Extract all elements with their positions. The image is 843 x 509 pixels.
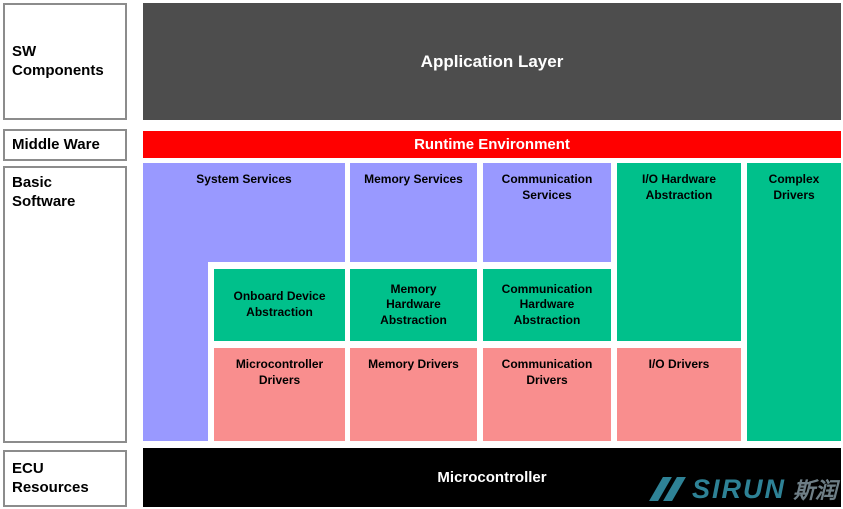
watermark-slash-icon xyxy=(649,477,686,501)
runtime-environment-label: Runtime Environment xyxy=(414,136,570,153)
communication-services-label: Communication Services xyxy=(501,172,593,202)
system-services-label: System Services xyxy=(196,172,292,186)
runtime-environment-bar: Runtime Environment xyxy=(143,131,841,158)
watermark-cjk-text: 斯润 xyxy=(792,478,837,503)
system-services-block: System Services xyxy=(143,163,345,262)
sidebar-label-text: ECU Resources xyxy=(12,459,89,496)
application-layer-label: Application Layer xyxy=(420,51,564,71)
sidebar-label-ecu-resources: ECU Resources xyxy=(3,450,127,507)
sidebar-label-basic-software: Basic Software xyxy=(3,166,127,443)
io-hardware-abstraction-block: I/O Hardware Abstraction xyxy=(617,163,741,341)
sidebar-label-middle-ware: Middle Ware xyxy=(3,129,127,161)
onboard-device-abstraction-block: Onboard Device Abstraction xyxy=(214,269,345,341)
sidebar-label-sw-components: SW Components xyxy=(3,3,127,120)
communication-drivers-block: Communication Drivers xyxy=(483,348,611,441)
microcontroller-drivers-label: Microcontroller Drivers xyxy=(235,357,324,387)
io-drivers-block: I/O Drivers xyxy=(617,348,741,441)
io-drivers-label: I/O Drivers xyxy=(648,357,710,371)
complex-drivers-block: Complex Drivers xyxy=(747,163,841,441)
communication-hardware-abstraction-label: Communication Hardware Abstraction xyxy=(501,281,593,327)
memory-hardware-abstraction-block: Memory Hardware Abstraction xyxy=(350,269,477,341)
microcontroller-label: Microcontroller xyxy=(437,469,547,486)
microcontroller-bar: Microcontroller xyxy=(143,448,841,507)
memory-drivers-block: Memory Drivers xyxy=(350,348,477,441)
application-layer-block: Application Layer xyxy=(143,3,841,120)
memory-drivers-label: Memory Drivers xyxy=(368,357,459,371)
io-hardware-abstraction-label: I/O Hardware Abstraction xyxy=(641,172,717,202)
sidebar-label-text: SW Components xyxy=(12,42,104,79)
watermark: SIRUN 斯润 xyxy=(649,472,837,506)
sidebar-label-text: Basic Software xyxy=(12,174,76,210)
sidebar-label-text: Middle Ware xyxy=(12,135,100,153)
memory-services-block: Memory Services xyxy=(350,163,477,262)
communication-drivers-label: Communication Drivers xyxy=(501,357,593,387)
onboard-device-abstraction-label: Onboard Device Abstraction xyxy=(233,289,326,319)
watermark-brand-text: SIRUN xyxy=(691,473,786,504)
system-services-column xyxy=(143,262,208,441)
memory-services-label: Memory Services xyxy=(364,172,463,186)
complex-drivers-label: Complex Drivers xyxy=(768,172,820,202)
communication-hardware-abstraction-block: Communication Hardware Abstraction xyxy=(483,269,611,341)
microcontroller-drivers-block: Microcontroller Drivers xyxy=(214,348,345,441)
communication-services-block: Communication Services xyxy=(483,163,611,262)
memory-hardware-abstraction-label: Memory Hardware Abstraction xyxy=(380,281,447,327)
